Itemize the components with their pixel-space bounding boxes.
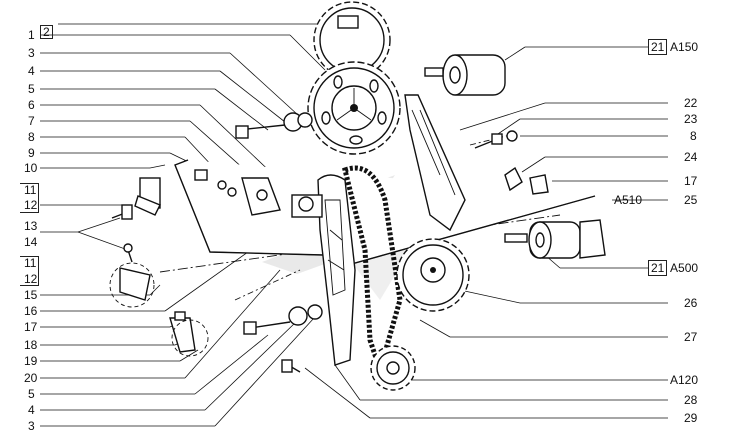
callout-10: 10 <box>24 161 38 175</box>
callout-4b: 4 <box>28 403 35 417</box>
callout-24: 24 <box>684 150 698 164</box>
bracket-11-12b <box>20 256 39 286</box>
callout-a510: A510 <box>614 193 643 207</box>
callout-12a: 12 <box>24 198 38 212</box>
callout-16: 16 <box>24 304 38 318</box>
callout-13: 13 <box>24 219 38 233</box>
callout-29: 29 <box>684 411 698 425</box>
callout-26: 26 <box>684 296 698 310</box>
callout-21-a500: 21 A500 <box>648 260 698 276</box>
callout-17-right: 17 <box>684 174 698 188</box>
callout-18: 18 <box>24 338 38 352</box>
callout-28: 28 <box>684 393 698 407</box>
tensioner-a500 <box>504 219 606 259</box>
callout-8-right: 8 <box>690 129 697 143</box>
callout-4: 4 <box>28 64 35 78</box>
callout-2: 2 <box>40 25 53 39</box>
upper-sprocket-rear <box>313 1 391 79</box>
left-leader-lines <box>40 23 336 427</box>
right-small-parts <box>474 130 549 195</box>
intermediate-sprocket <box>396 238 470 312</box>
callout-a120: A120 <box>670 373 699 387</box>
callout-5b: 5 <box>28 387 35 401</box>
callout-3: 3 <box>28 46 35 60</box>
callout-15: 15 <box>24 288 38 302</box>
crank-sprocket <box>370 345 416 391</box>
right-leader-lines <box>304 46 668 419</box>
callout-20: 20 <box>24 371 38 385</box>
callout-11b: 11 <box>24 256 37 270</box>
callout-6: 6 <box>28 98 35 112</box>
tensioner-a150 <box>424 54 506 96</box>
left-small-parts <box>109 112 323 373</box>
callout-21-a150: 21 A150 <box>648 39 698 55</box>
callout-19: 19 <box>24 354 38 368</box>
bracket-11-12a <box>20 183 39 213</box>
callout-9: 9 <box>28 146 35 160</box>
callout-12b: 12 <box>24 272 38 286</box>
callout-7: 7 <box>28 114 35 128</box>
callout-22: 22 <box>684 96 698 110</box>
callout-27: 27 <box>684 330 698 344</box>
callout-1: 1 <box>28 28 35 42</box>
callout-3b: 3 <box>28 419 35 433</box>
callout-25: 25 <box>684 193 698 207</box>
callout-17: 17 <box>24 320 38 334</box>
callout-23: 23 <box>684 112 698 126</box>
callout-11a: 11 <box>24 183 37 197</box>
callout-5: 5 <box>28 82 35 96</box>
callout-14: 14 <box>24 235 38 249</box>
camshaft-sprocket <box>307 61 401 155</box>
callout-8: 8 <box>28 130 35 144</box>
